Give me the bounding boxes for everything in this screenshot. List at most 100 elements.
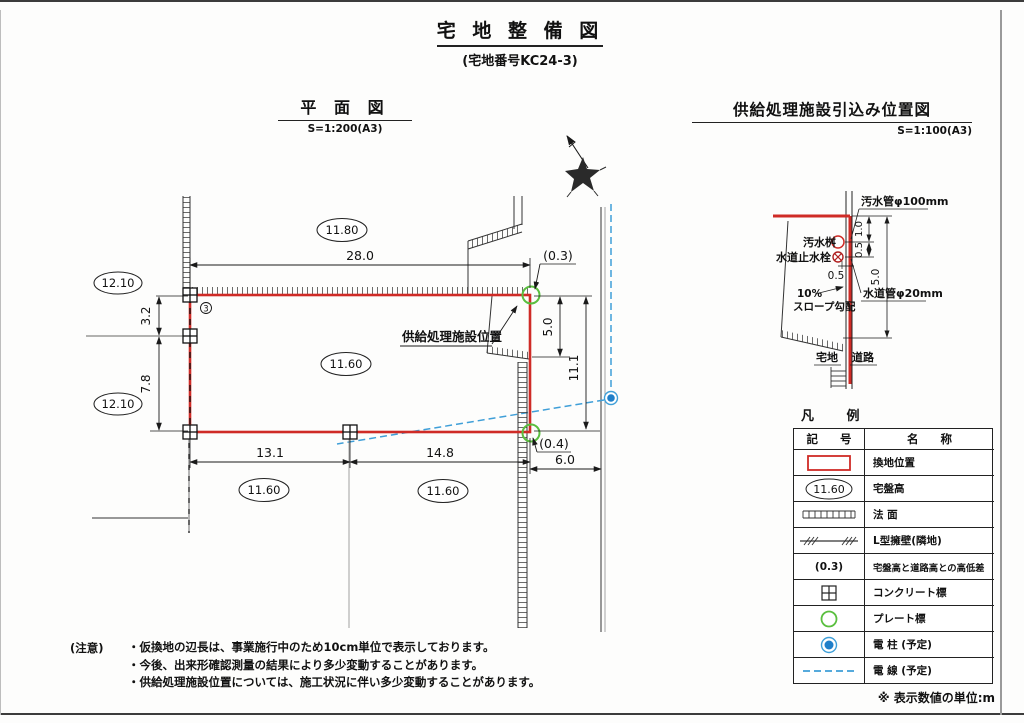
plan-title-block: 平 面 図 S=1:200(A3) <box>278 94 412 135</box>
elev-left-lower-text: 12.10 <box>102 397 135 411</box>
main-title-block: 宅 地 整 備 図 (宅地番号KC24-3) <box>418 16 622 69</box>
power-pole-icon <box>820 636 838 653</box>
elev-center-text: 11.60 <box>330 357 363 371</box>
road-edge-lines <box>600 207 606 632</box>
legend-symbol-slope <box>794 501 864 527</box>
sewage-pipe-callout: 汚水管φ100mm <box>850 194 949 240</box>
legend-header-name: 名 称 <box>864 429 994 449</box>
plate-marker-icon <box>820 610 838 627</box>
legend-name-lwall: L型擁壁(隣地) <box>864 527 994 553</box>
detail-scale: S=1:100(A3) <box>897 125 972 137</box>
dim-top-28 <box>189 258 531 290</box>
top-slope-hatch <box>191 287 528 295</box>
legend-symbol-replot <box>794 449 864 475</box>
level-diff-symbol-text: (0.3) <box>814 560 844 573</box>
facility-label: 供給処理施設位置 <box>401 329 503 344</box>
replot-boundary <box>188 293 532 434</box>
lot-label: 宅地 <box>816 350 838 364</box>
supply-facility-shape <box>486 295 530 360</box>
page-title: 宅 地 整 備 図 <box>436 16 604 47</box>
valve-offset-label: 0.5 <box>828 270 845 282</box>
detail-title: 供給処理施設引込み位置図 <box>692 98 972 123</box>
basin-depth-label: 1.0 <box>854 221 865 237</box>
legend-symbol-pole <box>794 631 864 657</box>
slope-note: 10% スロープ勾配 <box>793 286 856 313</box>
note-line-3: ・供給処理施設位置については、施工状況に伴い多少変動することがあります。 <box>128 675 541 689</box>
right-slope-strip <box>517 362 528 628</box>
sewage-pipe-label: 汚水管φ100mm <box>861 194 949 208</box>
note-line-1: ・仮換地の辺長は、事業施行中のため10cm単位で表示しております。 <box>128 640 495 654</box>
elev-bottom-left-text: 11.60 <box>248 483 281 497</box>
level-diff-bottom: (0.4) <box>532 436 571 453</box>
power-line-icon <box>803 669 855 672</box>
legend-name-wire: 電 線 (予定) <box>864 657 994 683</box>
water-pipe-label: 水道管φ20mm <box>863 286 943 300</box>
elev-center: 11.60 <box>320 352 372 376</box>
road-label: 道路 <box>852 350 875 364</box>
level-diff-top: (0.3) <box>533 248 576 290</box>
page-border-top <box>0 0 1024 2</box>
note-line-2: ・今後、出来形確認測量の結果により多少変動することがあります。 <box>128 657 484 672</box>
plan-scale: S=1:200(A3) <box>307 123 383 135</box>
red-rect-icon <box>807 454 851 471</box>
left-boundary-continuation <box>86 335 350 628</box>
notes: (注意) ・仮換地の辺長は、事業施行中のため10cm単位で表示しております。 ・… <box>70 639 630 692</box>
dim-left-upper-label: 3.2 <box>139 306 153 325</box>
dim-left-lower-label: 7.8 <box>139 374 153 393</box>
water-valve-icon <box>832 251 844 263</box>
lot-point-number: 3 <box>200 302 212 315</box>
dim-bottom-right-label: 14.8 <box>426 445 454 460</box>
legend-name-plate: プレート標 <box>864 605 994 631</box>
elev-left-upper: 12.10 <box>93 271 143 295</box>
legend-name-elevation: 宅盤高 <box>864 475 994 501</box>
elev-top: 11.80 <box>316 218 368 242</box>
legend-title: 凡 例 <box>801 409 874 424</box>
legend-header-symbol: 記 号 <box>806 432 861 446</box>
water-pipe-callout: 水道管φ20mm <box>850 258 943 302</box>
plan-title: 平 面 図 <box>278 94 412 121</box>
plate-marker-icons <box>521 285 541 443</box>
legend-symbol-wire <box>794 657 864 683</box>
water-valve-label: 水道止水栓 <box>776 250 831 264</box>
legend-name-concrete: コンクリート標 <box>864 579 994 605</box>
elev-top-text: 11.80 <box>326 223 359 237</box>
legend-table: 記 号 名 称 換地位置 11.60 宅盤高 法 面 <box>793 428 994 684</box>
concrete-marker-icon <box>821 584 837 601</box>
detail-ladder <box>830 367 846 388</box>
dim-right-upper-label: 5.0 <box>541 317 555 336</box>
elevation-ellipse-icon: 11.60 <box>805 478 853 499</box>
legend-name-slope: 法 面 <box>864 501 994 527</box>
elev-bottom-right-text: 11.60 <box>427 484 460 498</box>
left-slope-strip <box>182 196 191 296</box>
page-border-left <box>0 10 1 715</box>
valve-depth-label: 0.5 <box>854 242 865 258</box>
north-arrow-icon <box>565 135 607 198</box>
elev-bottom-right: 11.60 <box>417 479 469 503</box>
detail-title-block: 供給処理施設引込み位置図 S=1:100(A3) <box>692 98 972 137</box>
legend-symbol-leveldiff: (0.3) <box>794 553 864 579</box>
level-diff-top-label: (0.3) <box>543 248 573 263</box>
dim-top-label: 28.0 <box>346 248 374 263</box>
elev-left-upper-text: 12.10 <box>102 276 135 290</box>
page-subtitle: (宅地番号KC24-3) <box>462 54 578 69</box>
lot-road-labels: 宅地 道路 <box>814 350 877 366</box>
dim-right <box>532 295 600 432</box>
dim-left <box>150 295 188 432</box>
legend-name-pole: 電 柱 (予定) <box>864 631 994 657</box>
slope-percent-label: 10% <box>797 288 823 300</box>
detail-dims <box>843 215 892 339</box>
legend-symbol-lwall <box>794 527 864 553</box>
slope-hatch-icon <box>802 510 856 518</box>
legend: 凡 例 記 号 名 称 換地位置 11.60 宅盤高 <box>793 405 994 684</box>
concrete-marker-icons <box>182 287 358 440</box>
sewage-basin-icon <box>831 235 845 249</box>
page-border-right <box>1000 10 1002 715</box>
dim-bottom-left-label: 13.1 <box>256 445 284 460</box>
planned-pole-icon <box>603 390 619 406</box>
sewage-basin-label: 汚水桝 <box>803 235 836 249</box>
elev-left-lower: 12.10 <box>93 392 143 416</box>
dim-road-label: 6.0 <box>555 452 575 467</box>
detail-view: 汚水桝 水道止水栓 汚水管φ100mm 水道管φ20mm 1.0 0.5 5.0 <box>773 191 949 389</box>
